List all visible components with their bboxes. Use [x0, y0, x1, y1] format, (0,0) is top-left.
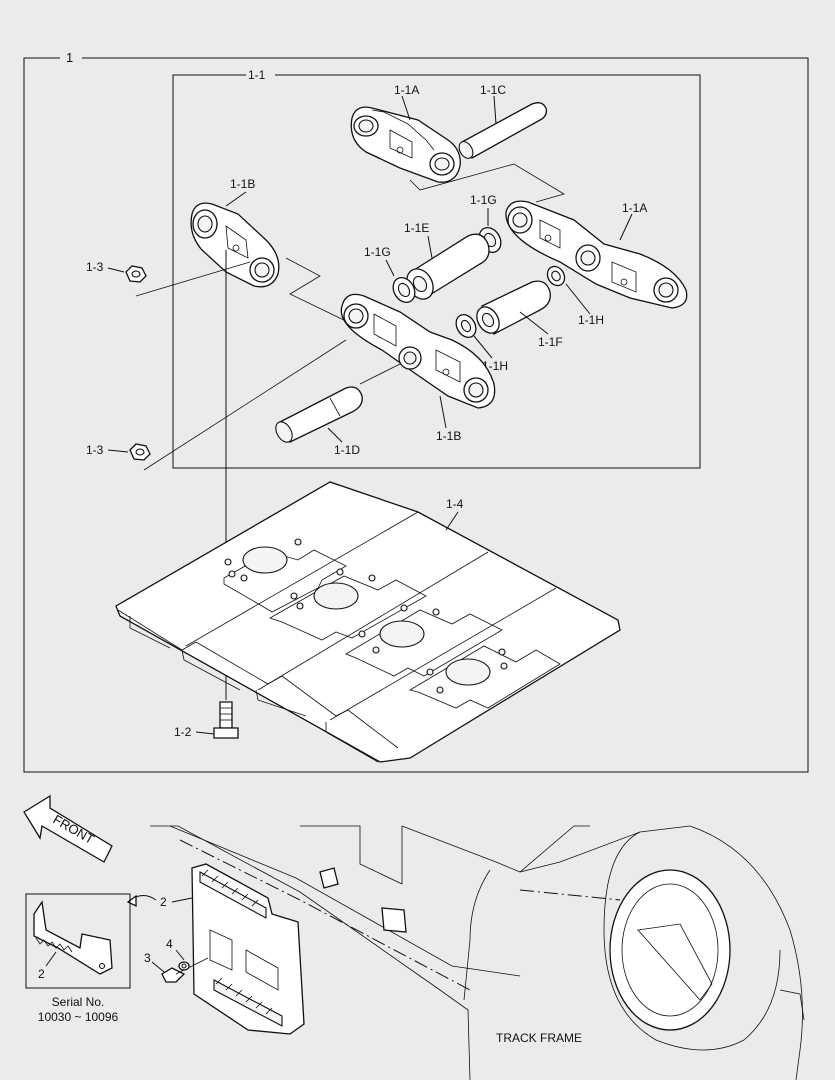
track-shoe[interactable]	[115, 481, 621, 763]
label-seal-h-right[interactable]: 1-1H	[578, 313, 604, 327]
track-guard[interactable]	[191, 863, 305, 1035]
seal-h-right[interactable]	[544, 263, 568, 288]
seal-h-bottom[interactable]	[452, 311, 480, 341]
label-link-a-top[interactable]: 1-1A	[394, 83, 419, 97]
label-link-b-left[interactable]: 1-1B	[230, 177, 255, 191]
label-seal-g-left[interactable]: 1-1G	[364, 245, 391, 259]
pin-c[interactable]	[456, 102, 548, 161]
label-link-assy[interactable]: 1-1	[248, 68, 266, 82]
link-a-top[interactable]	[350, 106, 461, 183]
label-nut-bottom[interactable]: 1-3	[86, 443, 104, 457]
front-arrow: FRONT	[23, 794, 113, 863]
label-washer[interactable]: 4	[166, 937, 173, 951]
label-nut-top[interactable]: 1-3	[86, 260, 104, 274]
nut-bottom[interactable]	[129, 443, 151, 461]
link-a-right[interactable]	[505, 200, 688, 309]
label-seal-h-bottom[interactable]: 1-1H	[482, 359, 508, 373]
label-link-b-bottom[interactable]: 1-1B	[436, 429, 461, 443]
label-shoe[interactable]: 1-4	[446, 497, 464, 511]
label-guard-inset: 2	[38, 967, 45, 981]
label-bolt[interactable]: 1-2	[174, 725, 192, 739]
bushing-f[interactable]	[472, 280, 551, 337]
label-track-frame: TRACK FRAME	[496, 1031, 582, 1045]
label-pin-c[interactable]: 1-1C	[480, 83, 506, 97]
guard-washer[interactable]	[178, 961, 190, 971]
seal-g-left[interactable]	[389, 274, 419, 307]
label-seal-g-top[interactable]: 1-1G	[470, 193, 497, 207]
assembly-frame: 1	[23, 50, 809, 773]
label-assembly[interactable]: 1	[66, 50, 73, 65]
label-bushing-e[interactable]: 1-1E	[404, 221, 429, 235]
serial-number-range: 10030 ~ 10096	[38, 1010, 119, 1024]
link-b-left[interactable]	[190, 202, 280, 288]
guard-bolt[interactable]	[161, 957, 209, 983]
label-link-a-right[interactable]: 1-1A	[622, 201, 647, 215]
label-guard[interactable]: 2	[160, 895, 167, 909]
link-assembly-frame: 1-1	[172, 68, 701, 469]
track-frame[interactable]	[150, 825, 805, 1080]
label-bushing-f[interactable]: 1-1F	[538, 335, 563, 349]
shoe-bolt[interactable]	[213, 701, 239, 739]
link-b-bottom[interactable]	[340, 293, 496, 409]
pin-d[interactable]	[272, 386, 363, 445]
nut-top[interactable]	[125, 265, 147, 283]
serial-number-label: Serial No.	[52, 995, 105, 1009]
label-bolt-small[interactable]: 3	[144, 951, 151, 965]
label-pin-d[interactable]: 1-1D	[334, 443, 360, 457]
serial-inset: 2	[25, 893, 131, 989]
